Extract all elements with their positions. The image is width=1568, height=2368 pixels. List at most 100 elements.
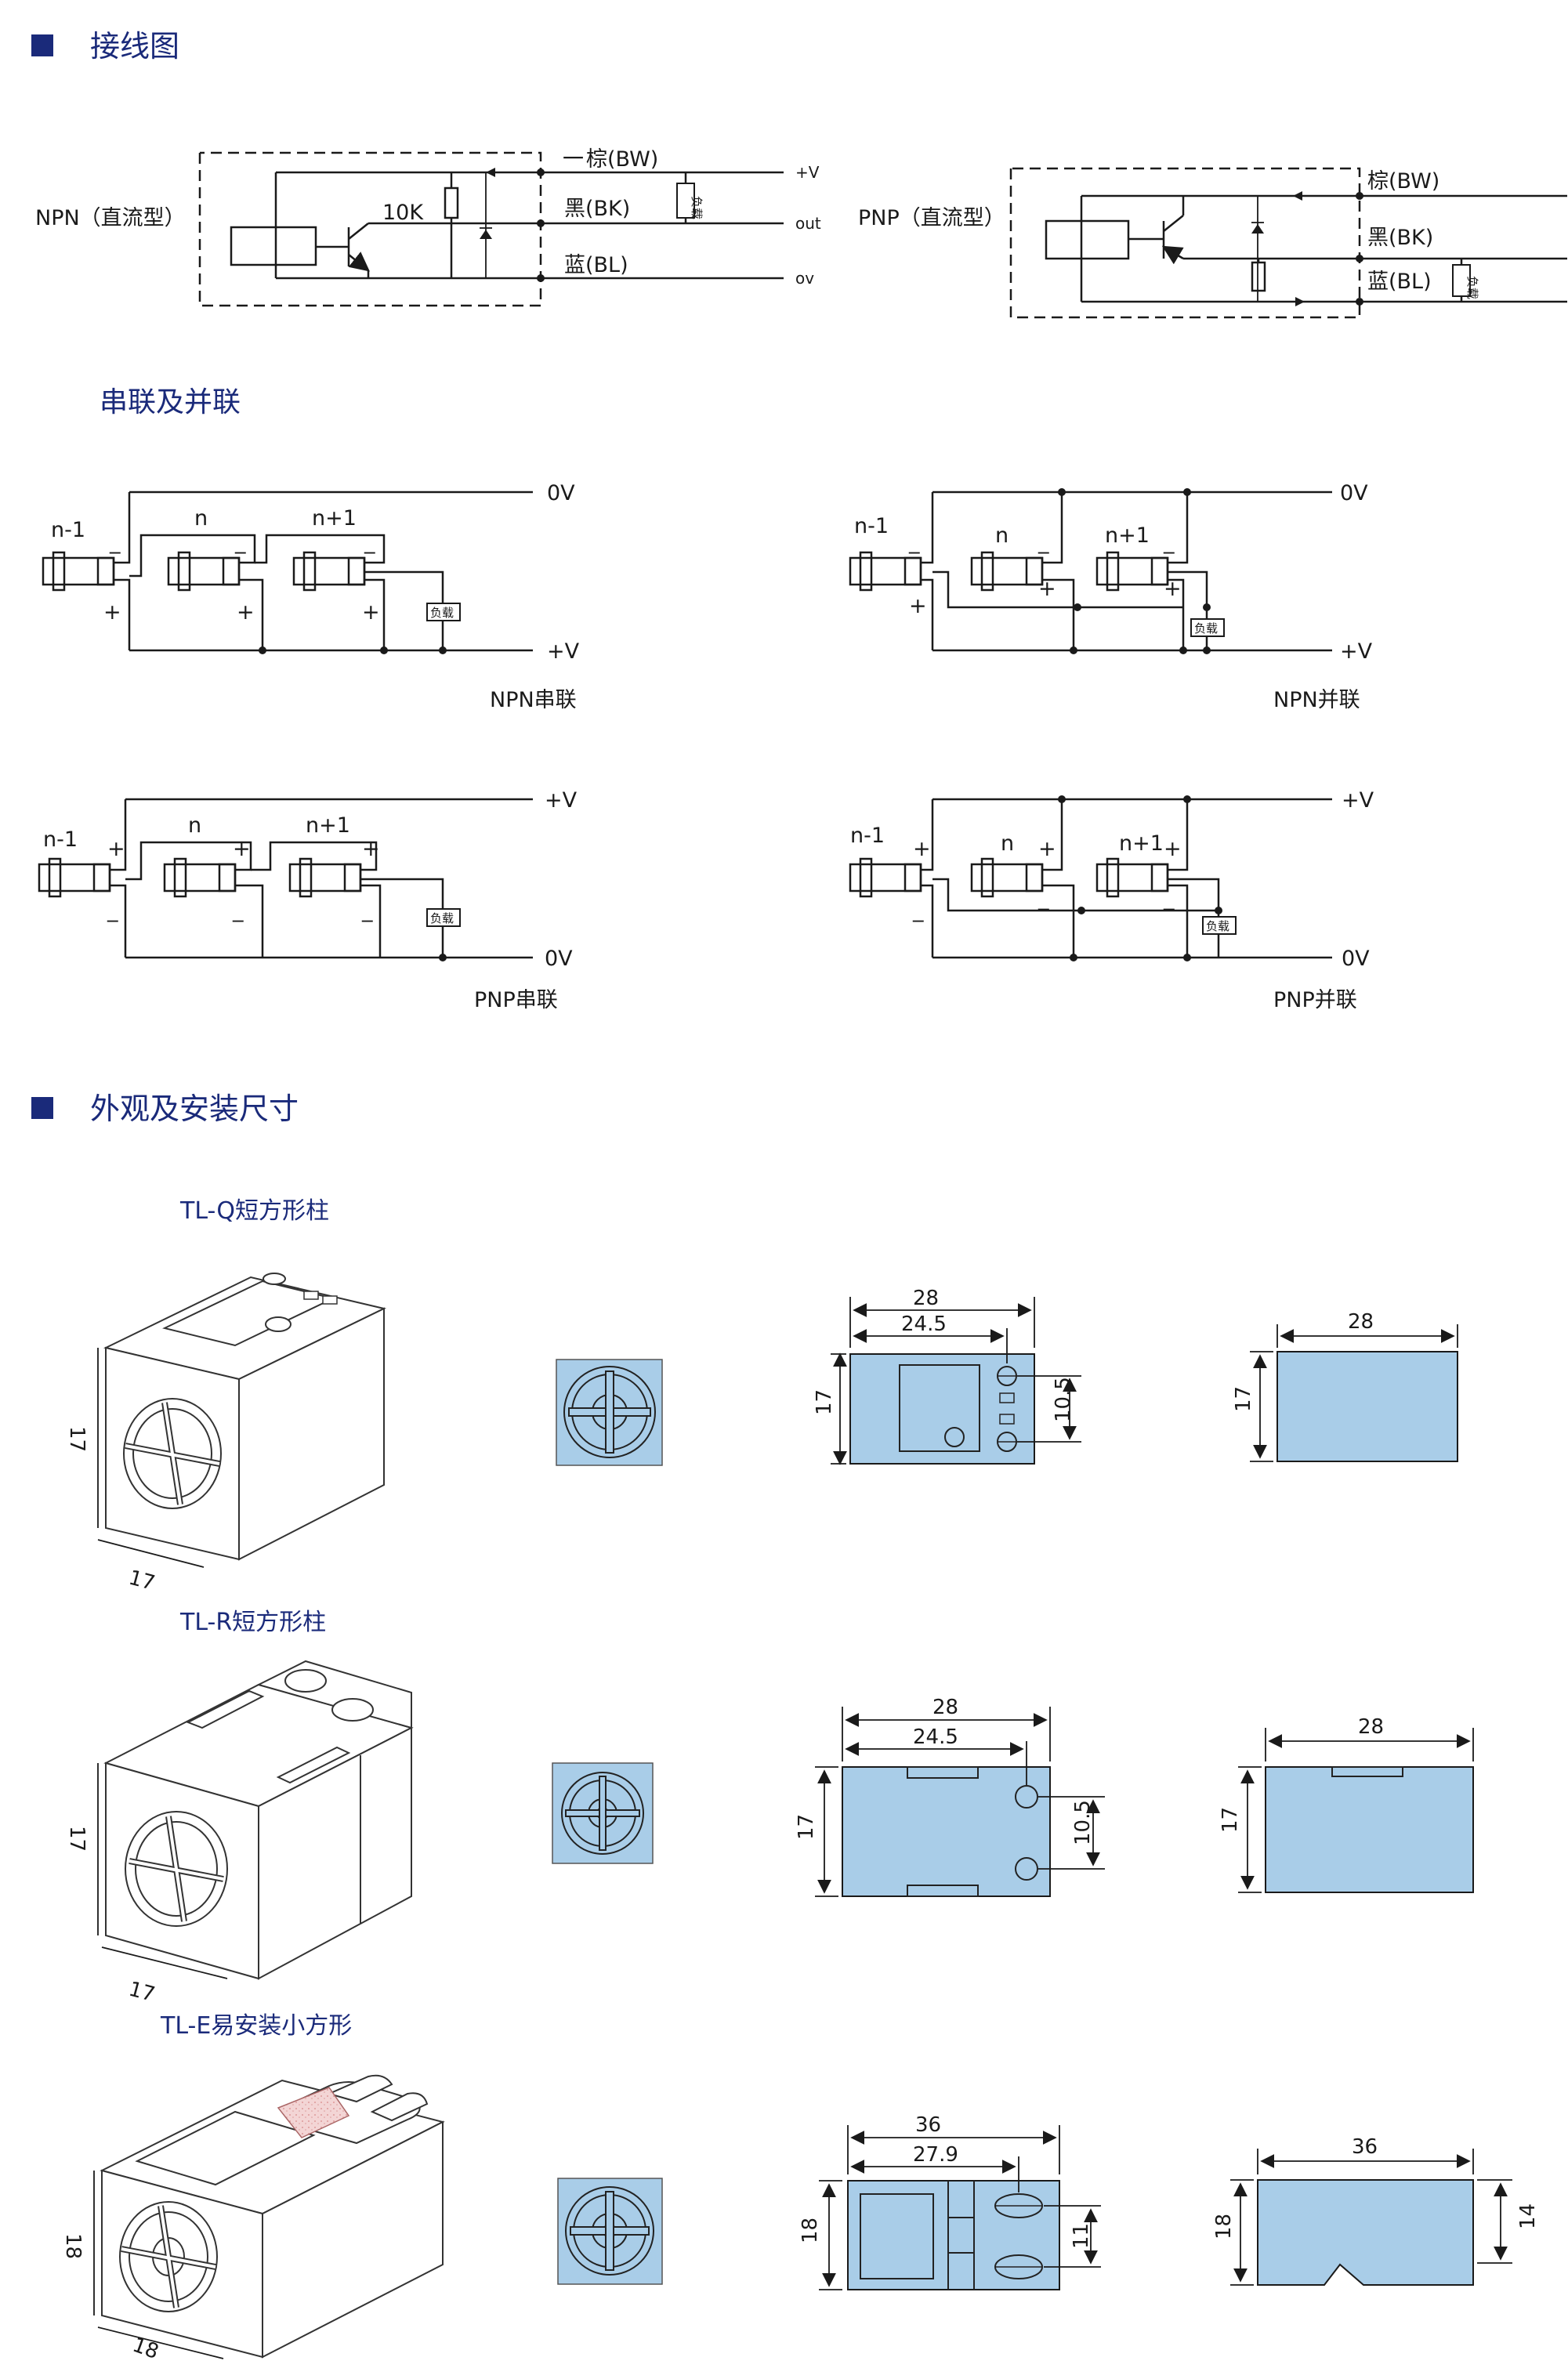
section-title-appearance: 外观及安装尺寸 (90, 1092, 299, 1126)
svg-text:17: 17 (126, 1978, 158, 2008)
npn-wiring-diagram: NPN（直流型） 10K 一 棕(BW) 黑(BK) 蓝(BL) (35, 147, 821, 307)
svg-text:10.5: 10.5 (1071, 1800, 1095, 1845)
svg-text:28: 28 (1358, 1715, 1384, 1739)
svg-text:+: + (1038, 577, 1056, 601)
svg-text:0V: 0V (547, 481, 575, 505)
product-name: TL-R短方形柱 (179, 1609, 326, 1636)
svg-text:_: _ (1037, 530, 1049, 554)
npn-parallel-diagram: 0V +V n-1 _ + n _ + n+1 _ + 负载 (849, 481, 1373, 712)
svg-text:36: 36 (915, 2113, 941, 2137)
svg-text:14: 14 (1516, 2203, 1540, 2229)
resistor-icon (444, 186, 459, 219)
svg-text:负载: 负载 (1206, 919, 1229, 933)
npn-dc-label: NPN（直流型） (35, 206, 186, 230)
pnp-blue-label: 蓝(BL) (1367, 270, 1432, 294)
svg-text:_: _ (912, 898, 924, 922)
load-box (676, 183, 695, 219)
svg-text:负载: 负载 (1465, 276, 1479, 299)
svg-text:n+1: n+1 (312, 506, 357, 530)
svg-text:28: 28 (932, 1696, 958, 1719)
product-tl-e: TL-E易安装小方形 18 18 (61, 2012, 1540, 2364)
section-title-series-parallel: 串联及并联 (100, 386, 241, 418)
diode-icon (480, 230, 492, 239)
svg-text:n-1: n-1 (51, 518, 85, 542)
npn-series-caption: NPN串联 (490, 688, 577, 712)
npn-blue-label: 蓝(BL) (564, 253, 628, 277)
svg-text:17: 17 (1219, 1807, 1242, 1833)
pnp-series-caption: PNP串联 (474, 988, 558, 1012)
pnp-dc-label: PNP（直流型） (858, 206, 1005, 230)
svg-text:28: 28 (913, 1287, 939, 1310)
svg-text:24.5: 24.5 (901, 1313, 947, 1336)
svg-text:+: + (237, 600, 255, 625)
npn-parallel-caption: NPN并联 (1273, 688, 1360, 712)
svg-text:负载: 负载 (1194, 621, 1218, 635)
product-name: TL-Q短方形柱 (179, 1197, 329, 1225)
product-name: TL-E易安装小方形 (160, 2012, 352, 2040)
svg-text:17: 17 (795, 1814, 818, 1840)
npn-term-ov: ov (795, 269, 814, 288)
svg-text:n: n (1001, 831, 1014, 856)
svg-text:36: 36 (1352, 2135, 1378, 2159)
svg-text:_: _ (1163, 886, 1175, 911)
svg-text:+V: +V (1342, 788, 1374, 813)
svg-text:_: _ (364, 530, 375, 554)
npn-brown-prefix: 一 (563, 147, 584, 172)
svg-text:n-1: n-1 (850, 824, 885, 848)
svg-text:n-1: n-1 (43, 827, 78, 852)
svg-text:n: n (188, 813, 201, 838)
svg-text:18: 18 (129, 2334, 161, 2365)
svg-text:+: + (107, 837, 125, 861)
svg-text:n: n (194, 506, 208, 530)
svg-text:+: + (909, 594, 927, 618)
svg-text:_: _ (234, 530, 246, 554)
svg-text:n+1: n+1 (306, 813, 350, 838)
pnp-parallel-caption: PNP并联 (1273, 988, 1357, 1012)
svg-text:_: _ (361, 898, 373, 922)
pnp-parallel-diagram: +V 0V n-1 + _ n + _ n+1 + _ 负载 (849, 788, 1374, 1012)
svg-text:负载: 负载 (690, 196, 704, 219)
svg-text:17: 17 (1232, 1386, 1255, 1412)
svg-text:+V: +V (1340, 639, 1373, 664)
svg-text:27.9: 27.9 (913, 2143, 958, 2167)
svg-text:+: + (1164, 837, 1182, 861)
svg-text:+V: +V (547, 639, 580, 664)
svg-text:n-1: n-1 (854, 514, 889, 538)
svg-text:+: + (913, 837, 931, 861)
pnp-series-diagram: +V 0V n-1 + _ n + _ n+1 + _ 负载 PNP串联 (38, 788, 578, 1012)
product-tl-r: TL-R短方形柱 17 17 28 (65, 1609, 1474, 2008)
svg-text:_: _ (232, 898, 244, 922)
svg-text:0V: 0V (545, 947, 573, 971)
svg-text:_: _ (908, 530, 920, 554)
svg-text:17: 17 (813, 1389, 836, 1415)
svg-text:+V: +V (545, 788, 578, 813)
svg-text:+: + (1038, 837, 1056, 861)
svg-text:n: n (995, 523, 1009, 548)
svg-text:_: _ (107, 898, 118, 922)
npn-term-out: out (795, 214, 821, 233)
pnp-brown-label: 棕(BW) (1367, 169, 1439, 194)
svg-text:28: 28 (1348, 1310, 1374, 1334)
svg-text:+: + (103, 600, 121, 625)
svg-text:11: 11 (1070, 2223, 1093, 2249)
svg-text:负载: 负载 (430, 606, 454, 620)
npn-black-label: 黑(BK) (564, 197, 630, 221)
svg-text:17: 17 (126, 1566, 158, 1596)
svg-text:_: _ (1037, 886, 1049, 911)
pnp-wiring-diagram: PNP（直流型） 棕(BW) 黑(BK) 蓝(BL) 负载 (858, 167, 1567, 319)
svg-text:+: + (233, 837, 251, 861)
svg-text:0V: 0V (1342, 947, 1370, 971)
pnp-black-label: 黑(BK) (1367, 226, 1433, 250)
svg-text:0V: 0V (1340, 481, 1368, 505)
resistor-value: 10K (382, 201, 424, 225)
svg-text:18: 18 (61, 2233, 85, 2259)
svg-text:_: _ (109, 530, 121, 554)
svg-text:24.5: 24.5 (913, 1725, 958, 1749)
svg-text:18: 18 (798, 2218, 822, 2243)
npn-brown-label: 棕(BW) (586, 147, 658, 172)
npn-series-diagram: 0V +V n-1 _ + n _ + n+1 _ + 负载 N (42, 481, 580, 712)
section-marker (31, 34, 53, 56)
svg-text:n+1: n+1 (1119, 831, 1164, 856)
svg-text:+: + (362, 600, 380, 625)
